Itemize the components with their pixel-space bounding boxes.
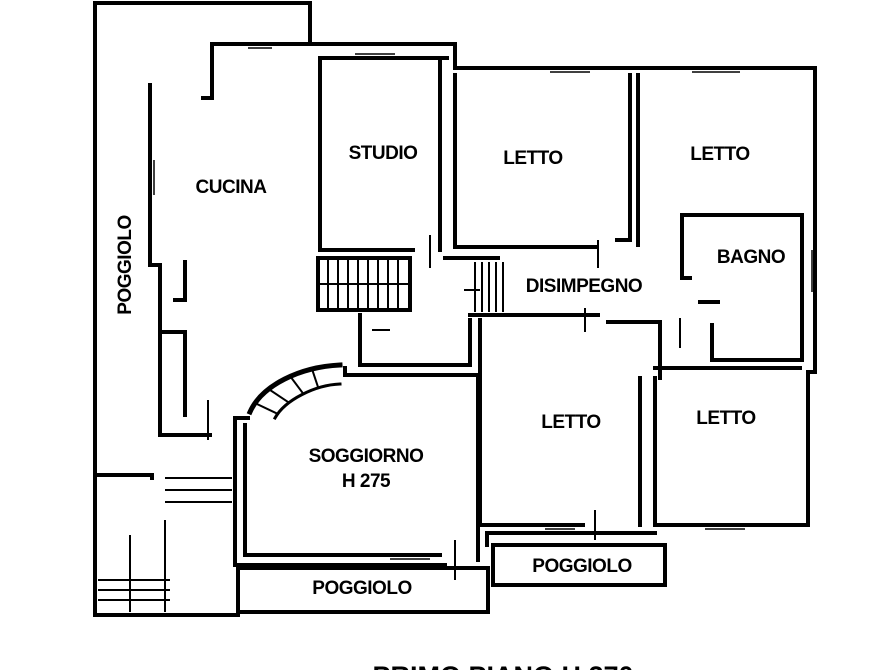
room-label-disimpegno: DISIMPEGNO [526, 276, 642, 297]
room-label-poggiolo-south: POGGIOLO [312, 578, 411, 599]
room-label-cucina: CUCINA [196, 177, 268, 198]
poggiolo-southeast-outline [491, 543, 667, 587]
room-label-soggiorno-height: H 275 [342, 471, 391, 492]
curved-wall [246, 362, 343, 421]
room-label-letto-south-2: LETTO [696, 408, 755, 429]
door-marks [207, 235, 720, 580]
staircase [98, 258, 504, 612]
interior-walls [233, 56, 804, 562]
room-label-poggiolo-southeast: POGGIOLO [532, 556, 631, 577]
exterior-walls [148, 42, 817, 567]
window-marks [153, 47, 813, 560]
room-label-letto-north-1: LETTO [503, 148, 562, 169]
room-label-letto-north-2: LETTO [690, 144, 749, 165]
room-label-soggiorno: SOGGIORNO [309, 446, 424, 467]
room-label-poggiolo-west: POGGIOLO [115, 215, 136, 314]
room-label-bagno: BAGNO [717, 247, 785, 268]
room-label-letto-south-1: LETTO [541, 412, 600, 433]
plan-caption: PRIMO PIANO H 270 [372, 661, 633, 670]
room-label-studio: STUDIO [349, 143, 418, 164]
poggiolo-west-outline [93, 1, 312, 617]
poggiolo-south-outline [236, 566, 490, 614]
